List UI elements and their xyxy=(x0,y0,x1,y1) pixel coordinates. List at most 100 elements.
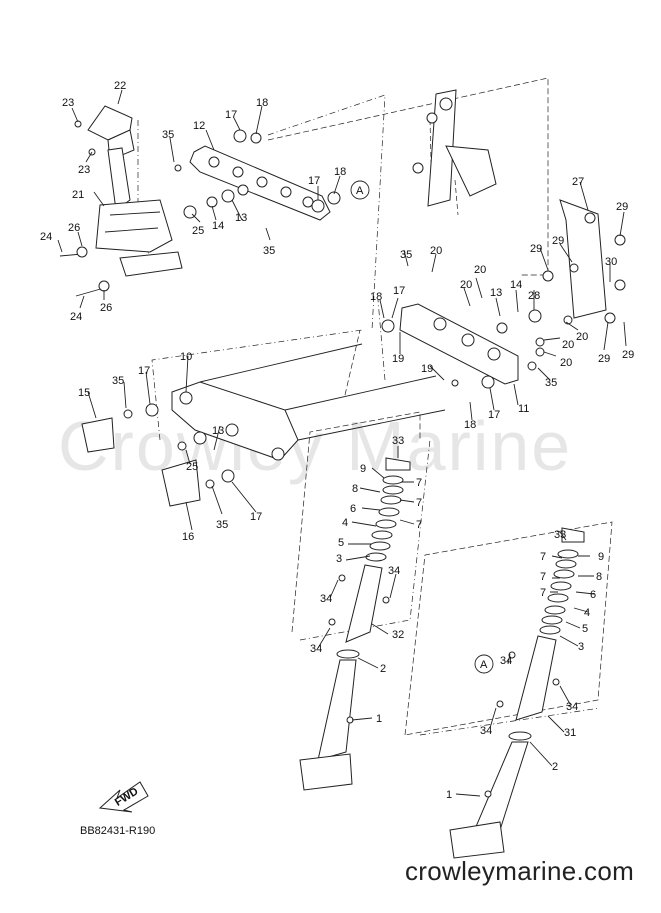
callout: 7 xyxy=(416,519,422,531)
callout: 12 xyxy=(193,120,205,132)
callout: 7 xyxy=(416,497,422,509)
svg-text:A: A xyxy=(356,185,364,197)
callout: 34 xyxy=(480,725,492,737)
callout: 2 xyxy=(380,663,386,675)
callout: 29 xyxy=(598,353,610,365)
part-callouts: 22 23 23 21 26 24 24 26 35 12 17 18 17 1… xyxy=(40,80,634,801)
callout: 1 xyxy=(376,713,382,725)
callout: 32 xyxy=(392,629,404,641)
callout: 15 xyxy=(78,387,90,399)
callout: 9 xyxy=(598,551,604,563)
callout: 20 xyxy=(430,245,442,257)
reference-mark-a: A A xyxy=(350,180,494,674)
callout: 6 xyxy=(350,503,356,515)
callout: 8 xyxy=(596,571,602,583)
callout: 35 xyxy=(162,129,174,141)
steering-plate-11 xyxy=(381,303,573,389)
leader-lines xyxy=(57,89,627,797)
callout: 18 xyxy=(256,97,268,109)
callout: 18 xyxy=(464,419,476,431)
callout: 3 xyxy=(336,553,342,565)
callout: 5 xyxy=(338,537,344,549)
callout: 20 xyxy=(560,357,572,369)
callout: 21 xyxy=(72,189,84,201)
callout: 29 xyxy=(616,201,628,213)
callout: 35 xyxy=(263,245,275,257)
callout: 17 xyxy=(488,409,500,421)
callout: 3 xyxy=(578,641,584,653)
callout: 23 xyxy=(62,97,74,109)
callout: 29 xyxy=(622,349,634,361)
brand-text: crowleymarine.com xyxy=(405,856,635,886)
callout: 28 xyxy=(528,290,540,302)
callout: 31 xyxy=(564,727,576,739)
callout: 25 xyxy=(186,461,198,473)
callout: 34 xyxy=(388,565,400,577)
callout: 20 xyxy=(562,339,574,351)
steering-shaft-left xyxy=(299,457,411,791)
callout: 9 xyxy=(360,463,366,475)
callout: 18 xyxy=(334,166,346,178)
callout: 2 xyxy=(552,761,558,773)
callout: 7 xyxy=(540,571,546,583)
callout: 35 xyxy=(112,375,124,387)
callout: 7 xyxy=(540,551,546,563)
callout: 17 xyxy=(250,511,262,523)
callout: 14 xyxy=(510,279,522,291)
callout: 10 xyxy=(180,351,192,363)
svg-text:A: A xyxy=(480,659,488,671)
callout: 4 xyxy=(584,607,590,619)
steering-plate-12 xyxy=(183,129,341,221)
callout: 13 xyxy=(212,425,224,437)
callout: 35 xyxy=(216,519,228,531)
callout: 13 xyxy=(490,287,502,299)
callout: 1 xyxy=(446,789,452,801)
callout: 6 xyxy=(590,589,596,601)
callout: 17 xyxy=(393,285,405,297)
callout: 33 xyxy=(554,529,566,541)
callout: 5 xyxy=(582,623,588,635)
callout: 14 xyxy=(212,220,224,232)
watermark-text: Crowley Marine xyxy=(58,407,572,485)
callout: 29 xyxy=(552,235,564,247)
callout: 18 xyxy=(370,291,382,303)
callout: 16 xyxy=(182,531,194,543)
diagram-code: BB82431-R190 xyxy=(80,825,156,837)
callout: 20 xyxy=(460,279,472,291)
callout: 20 xyxy=(474,264,486,276)
callout: 35 xyxy=(400,249,412,261)
callout: 19 xyxy=(421,363,433,375)
callout: 23 xyxy=(78,164,90,176)
callout: 27 xyxy=(572,176,584,188)
callout: 17 xyxy=(308,175,320,187)
bracket-assembly xyxy=(59,105,183,297)
callout: 19 xyxy=(392,353,404,365)
callout: 7 xyxy=(540,587,546,599)
callout: 4 xyxy=(342,517,348,529)
callout: 30 xyxy=(605,256,617,268)
engine-frame xyxy=(412,89,497,207)
callout: 17 xyxy=(225,109,237,121)
callout: 34 xyxy=(320,593,332,605)
callout: 22 xyxy=(114,80,126,92)
callout: 35 xyxy=(545,377,557,389)
callout: 29 xyxy=(530,243,542,255)
callout: 13 xyxy=(235,212,247,224)
callout: 34 xyxy=(566,701,578,713)
callout: 24 xyxy=(70,311,82,323)
callout: 34 xyxy=(310,643,322,655)
callout: 26 xyxy=(100,302,112,314)
callout: 20 xyxy=(576,331,588,343)
callout: 7 xyxy=(416,477,422,489)
callout: 26 xyxy=(68,222,80,234)
callout: 33 xyxy=(392,435,404,447)
callout: 25 xyxy=(192,225,204,237)
callout: 34 xyxy=(500,655,512,667)
callout: 11 xyxy=(518,403,529,415)
fwd-arrow-icon: FWD xyxy=(98,781,149,813)
tiller-bracket xyxy=(542,199,626,324)
callout: 17 xyxy=(138,365,150,377)
callout: 8 xyxy=(352,483,358,495)
callout: 24 xyxy=(40,231,52,243)
